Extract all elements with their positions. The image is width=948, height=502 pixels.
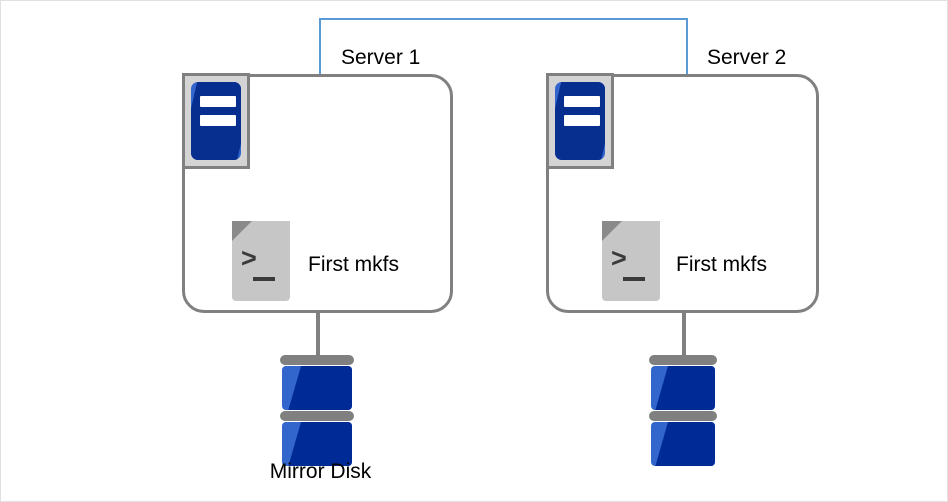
server-icon-2 <box>546 73 614 169</box>
disk-plate-middle-1 <box>280 411 354 421</box>
disk-stack-icon-1 <box>280 355 354 466</box>
server-led-bar-bottom-2 <box>564 115 600 126</box>
disk-platter-bottom-2 <box>651 422 715 466</box>
server-chassis-1 <box>191 82 241 160</box>
disk-plate-middle-2 <box>649 411 717 421</box>
server-led-bar-top-2 <box>564 96 600 107</box>
server-disk-connector-1 <box>316 313 320 361</box>
disk-plate-top-1 <box>280 355 354 365</box>
terminal-document-icon-2: > <box>602 221 660 301</box>
terminal-cursor-2 <box>623 277 645 281</box>
terminal-prompt-glyph-2: > <box>611 243 627 273</box>
server-disk-connector-2 <box>682 313 686 361</box>
server-led-bar-bottom-1 <box>200 115 236 126</box>
disk-stack-icon-2 <box>649 355 717 466</box>
disk-label-1: Mirror Disk <box>269 460 372 483</box>
disk-platter-top-1 <box>282 366 352 410</box>
server-icon-1 <box>182 73 250 169</box>
server-interconnect-line <box>319 18 688 76</box>
server-led-bar-top-1 <box>200 96 236 107</box>
terminal-cursor-1 <box>253 277 275 281</box>
terminal-document-icon-1: > <box>232 221 290 301</box>
disk-platter-top-2 <box>651 366 715 410</box>
server-label-2: Server 2 <box>707 46 787 69</box>
task-label-2: First mkfs <box>676 253 767 276</box>
task-label-1: First mkfs <box>308 253 399 276</box>
document-fold-corner-1 <box>232 221 252 241</box>
disk-platter-bottom-1 <box>282 422 352 466</box>
terminal-prompt-glyph-1: > <box>241 243 257 273</box>
server-chassis-2 <box>555 82 605 160</box>
disk-plate-top-2 <box>649 355 717 365</box>
document-fold-corner-2 <box>602 221 622 241</box>
server-label-1: Server 1 <box>341 46 421 69</box>
